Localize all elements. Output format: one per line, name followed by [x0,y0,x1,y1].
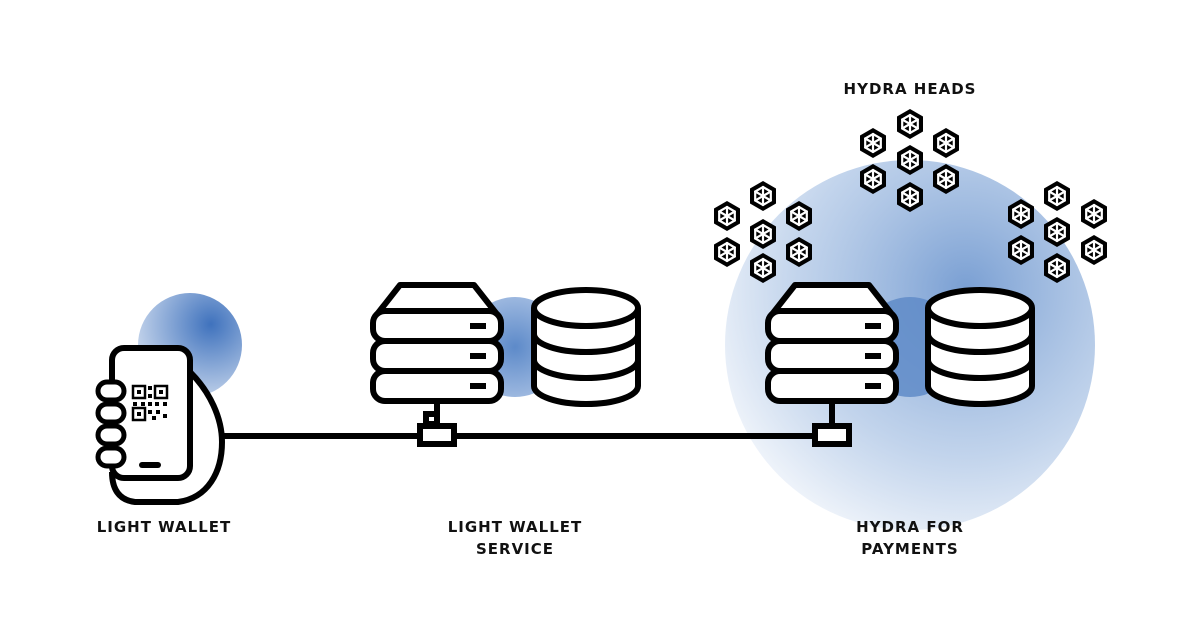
hydra-payments-label-line1: HYDRA FOR [856,518,964,536]
service-label-line1: LIGHT WALLET [447,518,583,536]
hydra-head-icon [712,199,742,233]
hydra-head-icon [858,126,888,160]
hydra-heads-label: HYDRA HEADS [810,78,1010,100]
hydra-head-icon [712,235,742,269]
service-server-icon [373,285,501,401]
hydra-connector [812,401,852,447]
hydra-head-icon [1042,179,1072,213]
hydra-head-icon [1079,233,1109,267]
phone-hand-icon [95,345,225,505]
light-wallet-label: LIGHT WALLET [64,516,264,538]
hydra-head-icon [1079,197,1109,231]
hydra-server-icon [768,285,896,401]
hydra-heads-label-text: HYDRA HEADS [843,80,977,98]
hydra-for-payments-label: HYDRA FOR PAYMENTS [810,516,1010,560]
hydra-database-icon [928,290,1032,404]
service-connector [417,401,457,447]
hydra-head-icon [931,126,961,160]
hydra-payments-label-line2: PAYMENTS [861,540,959,558]
service-database-icon [534,290,638,404]
hydra-head-icon [895,107,925,141]
qr-code-icon [131,384,169,422]
hydra-head-icon [748,179,778,213]
service-label-line2: SERVICE [475,540,555,558]
light-wallet-service-label: LIGHT WALLET SERVICE [405,516,625,560]
light-wallet-label-text: LIGHT WALLET [96,518,232,536]
